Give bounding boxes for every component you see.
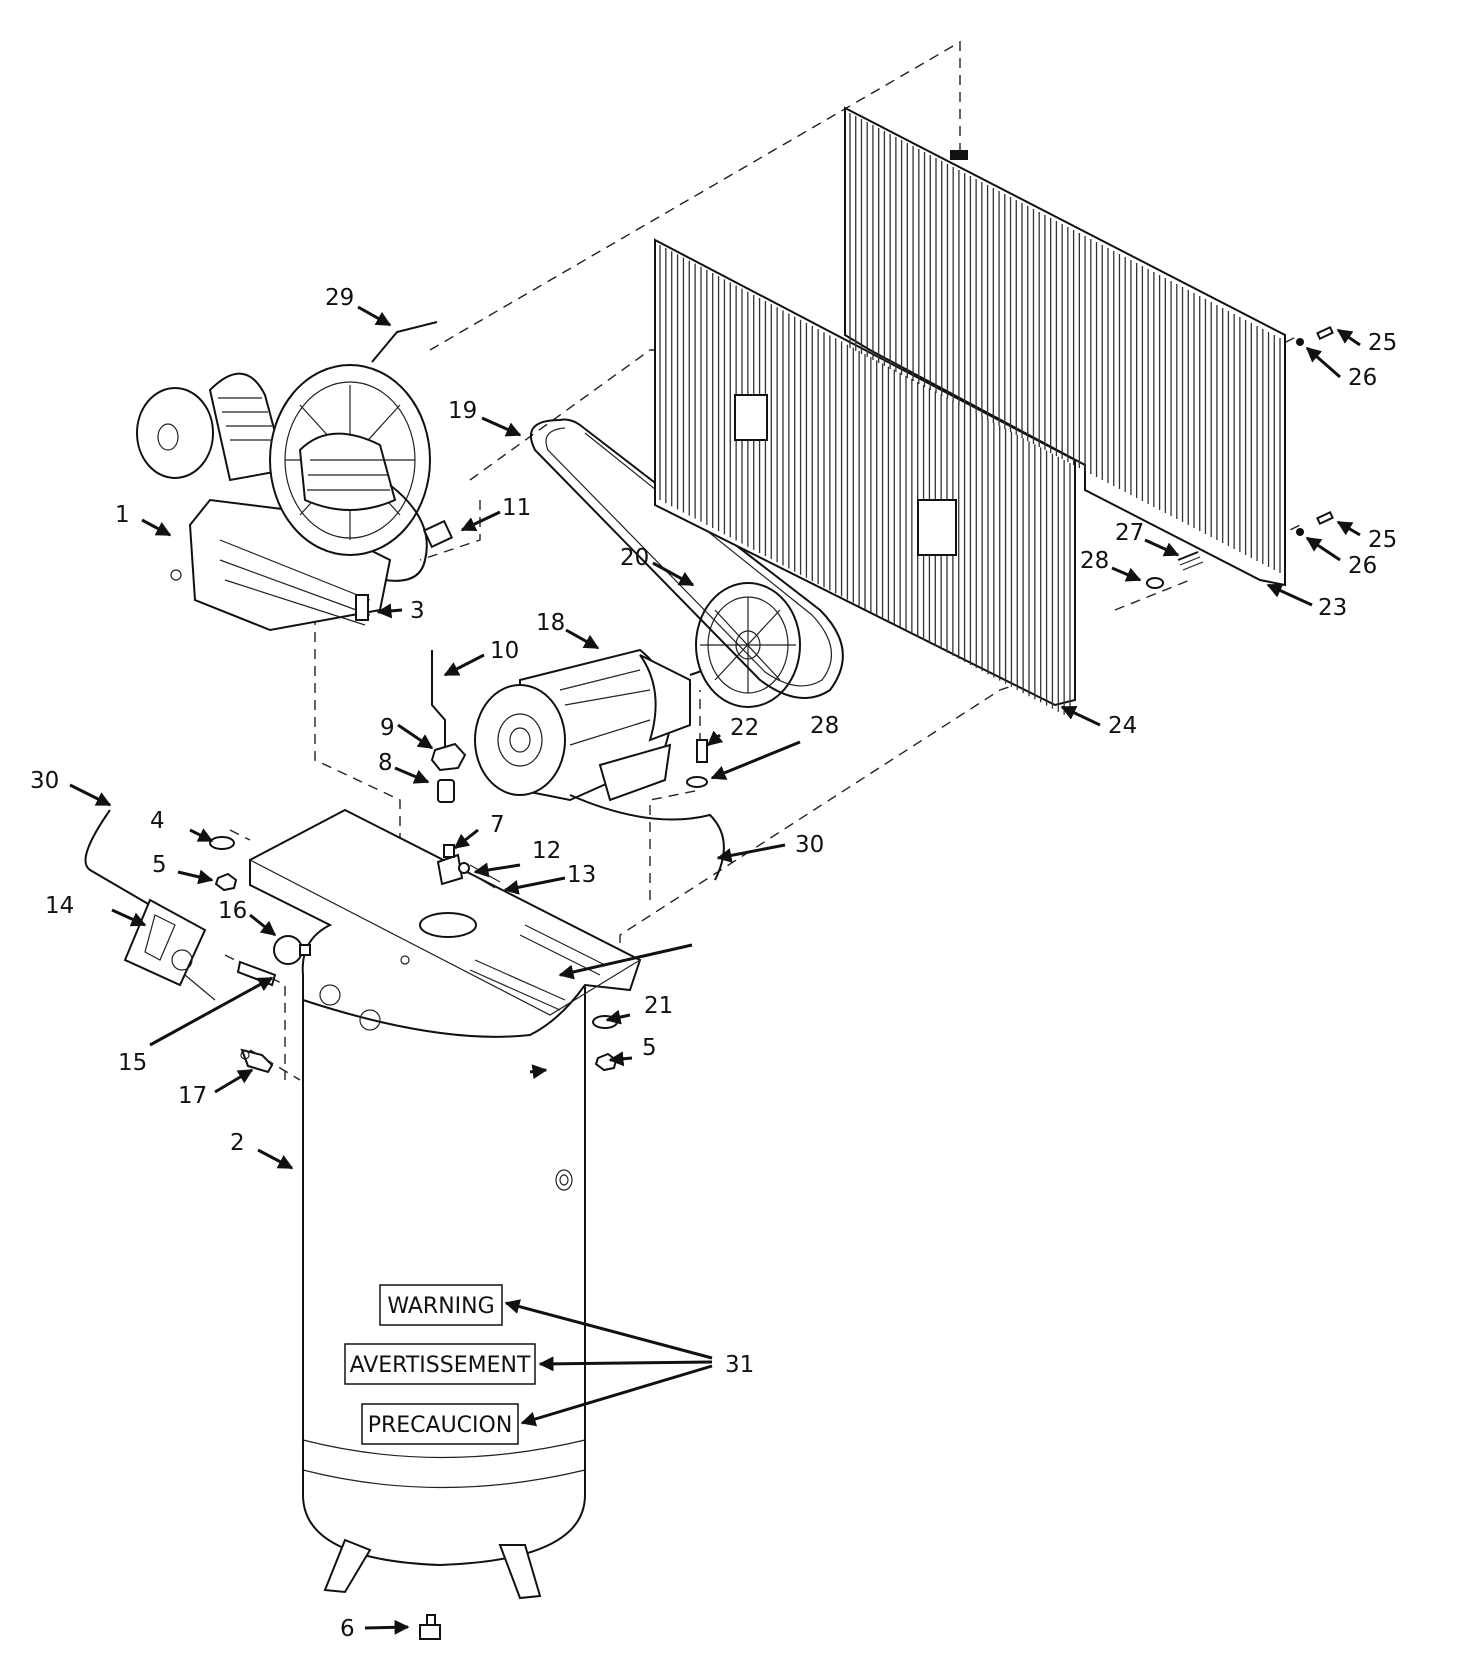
pipe-nipple — [236, 960, 277, 987]
callout-26-bottom: 26 — [1348, 553, 1377, 579]
callout-29: 29 — [325, 285, 354, 311]
callout-arrows — [69, 305, 1361, 1635]
callout-28-motor: 28 — [810, 713, 839, 739]
guard-hardware — [1146, 325, 1334, 589]
callout-24: 24 — [1108, 713, 1137, 739]
callout-25-bottom: 25 — [1368, 527, 1397, 553]
callout-12: 12 — [532, 838, 561, 864]
compressor-pump — [136, 321, 454, 632]
outlet-tube — [430, 650, 501, 889]
pressure-switch — [84, 809, 216, 1001]
callout-17: 17 — [178, 1083, 207, 1109]
callout-14: 14 — [45, 893, 74, 919]
saddle-plate — [249, 808, 642, 1038]
callout-28-right: 28 — [1080, 548, 1109, 574]
safety-valve — [240, 1048, 274, 1074]
front-belt-guard — [654, 238, 1076, 718]
callout-1: 1 — [115, 502, 130, 528]
callout-21: 21 — [644, 993, 673, 1019]
callout-5-left: 5 — [152, 852, 167, 878]
callout-25-top: 25 — [1368, 330, 1397, 356]
warning-label-box: WARNING — [379, 1284, 503, 1326]
callout-30-right: 30 — [795, 832, 824, 858]
callout-27: 27 — [1115, 520, 1144, 546]
motor-pulley — [695, 582, 801, 708]
callout-9: 9 — [380, 715, 395, 741]
callout-7: 7 — [490, 812, 505, 838]
callout-5-right: 5 — [642, 1035, 657, 1061]
callout-26-top: 26 — [1348, 365, 1377, 391]
precaucion-label: PRECAUCION — [368, 1413, 513, 1438]
rear-belt-guard — [844, 106, 1286, 587]
callout-16: 16 — [218, 898, 247, 924]
callout-22: 22 — [730, 715, 759, 741]
callout-18: 18 — [536, 610, 565, 636]
callout-4: 4 — [150, 808, 165, 834]
precaucion-label-box: PRECAUCION — [361, 1403, 519, 1445]
warning-label: WARNING — [387, 1294, 494, 1319]
callout-31: 31 — [725, 1352, 754, 1378]
callout-11: 11 — [502, 495, 531, 521]
electric-motor — [474, 648, 725, 881]
callout-30-left: 30 — [30, 768, 59, 794]
avertissement-label: AVERTISSEMENT — [350, 1353, 531, 1378]
callout-numbers: 1 2 3 4 5 6 7 8 9 10 11 12 13 14 15 16 1… — [30, 285, 1397, 1642]
avertissement-label-box: AVERTISSEMENT — [344, 1343, 536, 1385]
callout-2: 2 — [230, 1130, 245, 1156]
drive-belt — [529, 418, 844, 699]
callout-19: 19 — [448, 398, 477, 424]
callout-6: 6 — [340, 1616, 355, 1642]
warning-arrows — [504, 1299, 713, 1427]
callout-15: 15 — [118, 1050, 147, 1076]
callout-3: 3 — [410, 598, 425, 624]
callout-23: 23 — [1318, 595, 1347, 621]
callout-10: 10 — [490, 638, 519, 664]
callout-8: 8 — [378, 750, 393, 776]
callout-13: 13 — [567, 862, 596, 888]
pressure-gauge — [273, 935, 311, 965]
callout-20: 20 — [620, 545, 649, 571]
drain-valve-icon — [419, 1614, 441, 1640]
